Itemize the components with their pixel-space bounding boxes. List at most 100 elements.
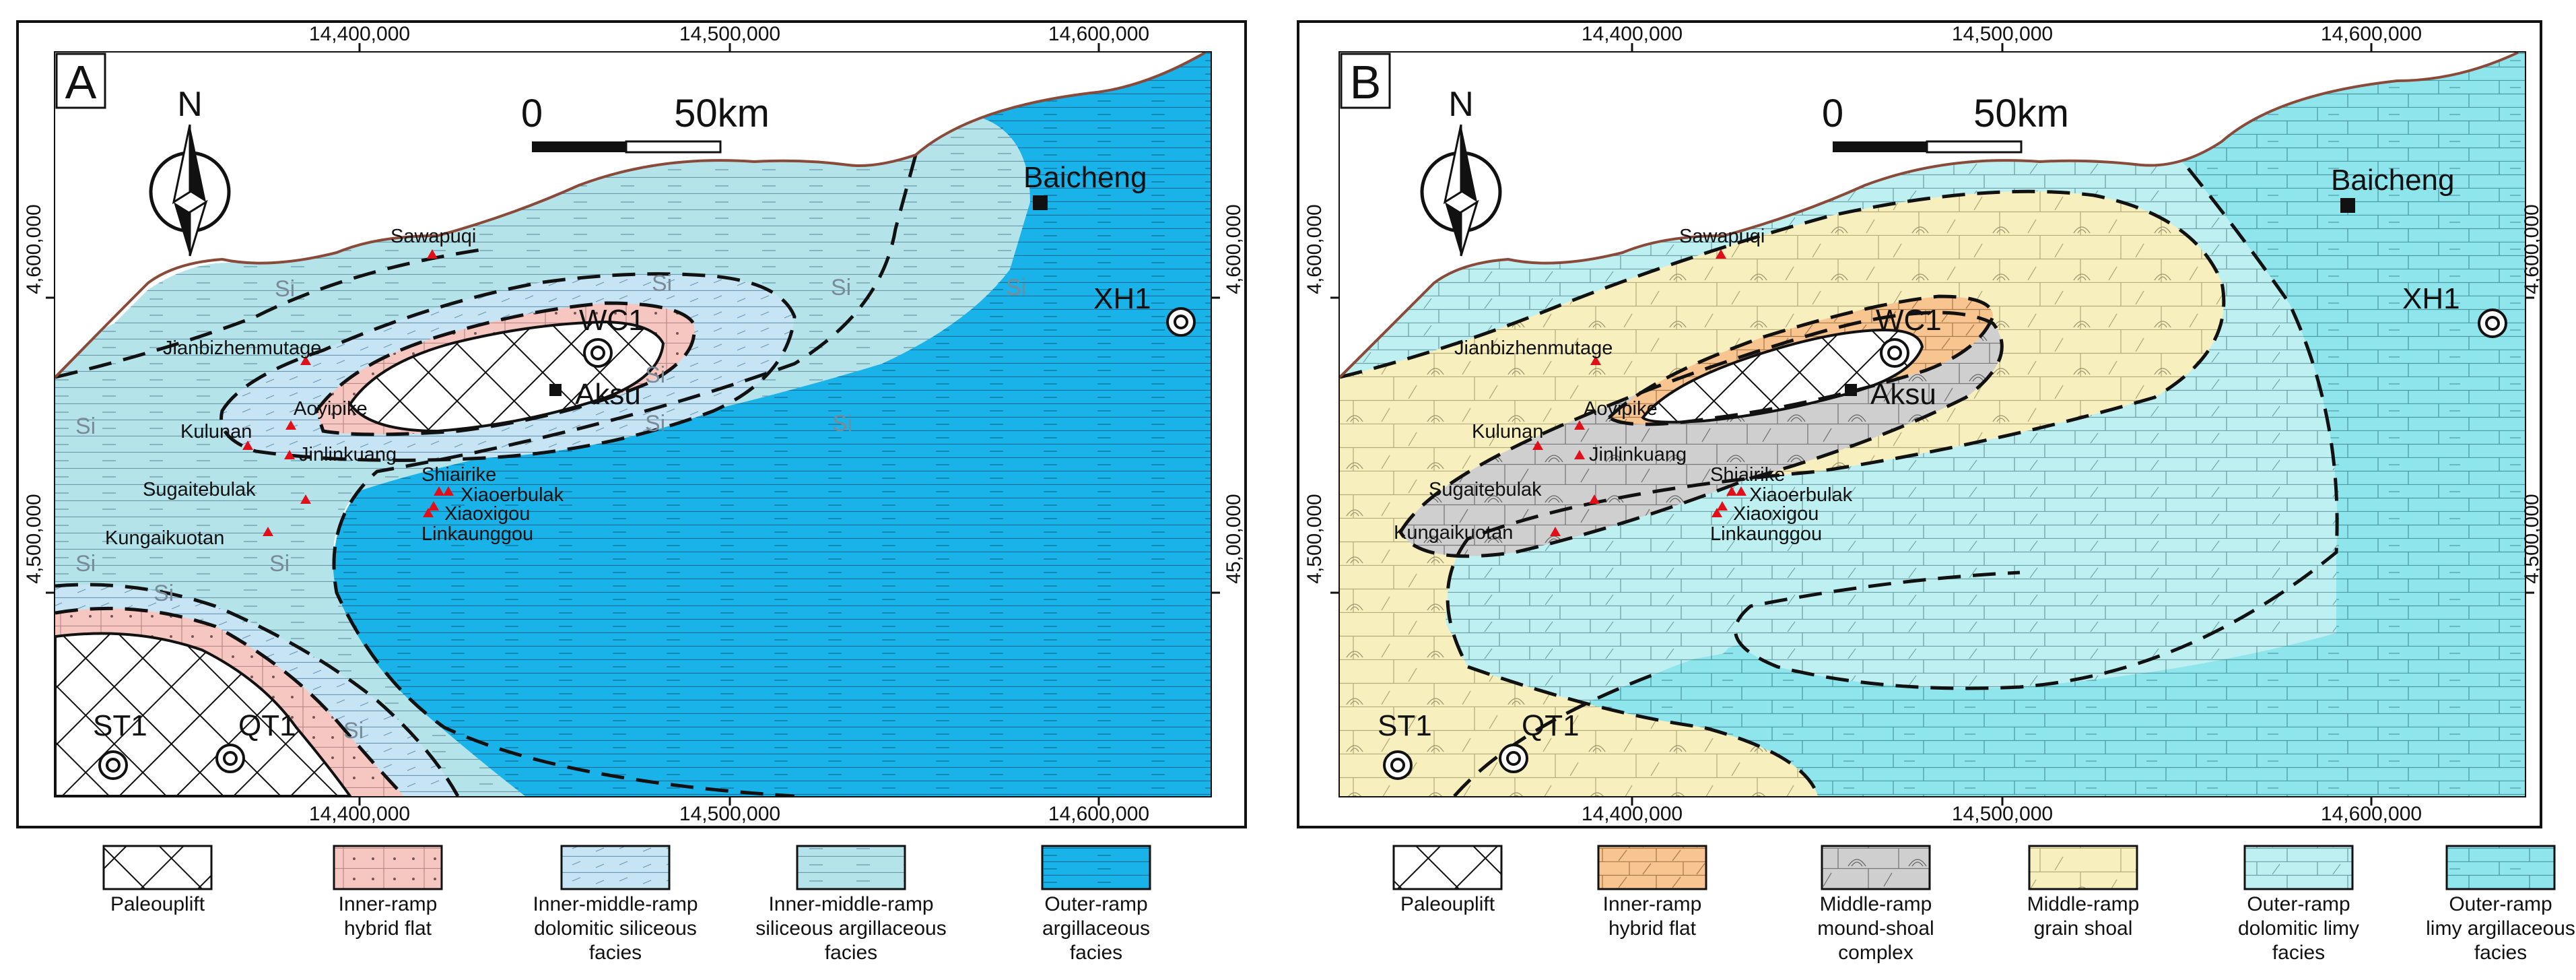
y-tick-label: 4,600,000 [23,204,45,294]
si-label: Si [75,414,96,439]
legend-label: grain shoal [2034,917,2133,940]
town-label-baicheng: Baicheng [2331,164,2454,197]
legend-swatch [796,845,906,890]
legend-label: facies [825,942,877,964]
scale-zero: 0 [521,92,543,135]
x-tick-label: 14,400,000 [1582,23,1683,45]
section-label: Shiairike [421,464,496,486]
legend-label: Inner-middle-ramp [768,893,933,915]
section-label: Jianbizhenmutage [163,337,321,359]
scale-distance: 50km [1973,92,2069,135]
legend-swatch [1597,845,1707,890]
well-marker-icon [1880,338,1909,368]
well-marker-icon [215,744,245,773]
well-marker-icon [1383,750,1413,780]
town-marker [1845,384,1857,396]
well-label-qt1: QT1 [1522,709,1580,742]
coastline-a [55,53,1207,379]
legend-label: Middle-ramp [2027,893,2140,915]
y-tick-label: 45,00,000 [1223,494,1245,583]
north-arrow-icon: N [1420,85,1502,257]
north-label: N [177,85,203,124]
legend-label: facies [1070,942,1122,964]
section-marker-icon [1532,440,1543,450]
well-marker-icon [1499,744,1528,773]
panel-letter: A [65,56,97,108]
well-label-st1: ST1 [93,709,147,742]
legend-label: dolomitic siliceous [534,917,697,940]
x-tick-label: 14,400,000 [1582,803,1683,825]
section-marker-icon [1716,249,1726,259]
well-label-st1: ST1 [1378,709,1432,742]
section-label: Linkaunggou [421,523,533,545]
facies-boundaries-b [1340,167,2339,796]
section-marker-icon [1590,356,1601,365]
section-marker-icon [263,527,273,536]
legend-label: Inner-middle-ramp [533,893,698,915]
section-marker-icon [427,249,438,259]
x-tick-label: 14,600,000 [1048,23,1149,45]
section-marker-icon [423,501,439,517]
well-marker-icon [2478,308,2507,338]
legend-label: siliceous argillaceous [755,917,946,940]
section-label: Sawapuqi [391,226,476,247]
legend-label: Inner-ramp [339,893,438,915]
section-marker-icon [1574,420,1585,430]
section-marker-icon [300,356,311,365]
section-label: Jinlinkuang [1589,444,1687,465]
north-arrow-icon: N [149,85,231,257]
section-label: Xiaoerbulak [1749,484,1853,506]
section-label: Sugaitebulak [1429,479,1542,500]
panel-a: 14,400,000 14,500,000 14,600,000 14,400,… [16,20,1247,828]
facies-boundaries-a [55,154,918,796]
section-marker-icon [1726,486,1747,496]
land-area-a [55,53,1205,377]
si-labels: Si Si Si Si Si Si Si Si Si Si Si Si [75,271,1026,744]
section-marker-icon [1550,527,1561,536]
section-label: Jinlinkuang [299,444,397,465]
legend-label: hybrid flat [344,917,432,940]
si-label: Si [832,411,852,436]
sections-a: Sawapuqi Jianbizhenmutage Aoyipike Kulun… [105,226,564,549]
panel-b-map [1340,53,2525,796]
land-area-b [1340,53,2518,377]
x-axis-bottom-b: 14,400,000 14,500,000 14,600,000 [1582,796,2422,825]
section-label: Aoyipike [1584,398,1658,420]
legend-label: facies [2474,942,2527,964]
legend-label: Middle-ramp [1820,893,1932,915]
legend-swatch [2243,845,2354,890]
x-tick-label: 14,500,000 [1952,803,2053,825]
section-marker-icon [1574,450,1585,459]
x-tick-label: 14,600,000 [2321,23,2422,45]
x-tick-label: 14,400,000 [309,23,410,45]
x-axis-top-a: 14,400,000 14,500,000 14,600,000 [309,23,1149,53]
section-marker-icon [284,450,295,459]
legend-label: Outer-ramp [2247,893,2350,915]
x-tick-label: 14,500,000 [1952,23,2053,45]
sections-b: Sawapuqi Jianbizhenmutage Aoyipike Kulun… [1394,226,1853,545]
y-axis-right-b: 4,600,000 4,500,000 [2521,204,2543,594]
legend-label: Paleouplift [110,893,205,915]
y-axis-right-a: 4,600,000 45,00,000 [1211,204,1245,594]
siliceous-argillaceous-zone [55,101,1030,796]
town-marker [549,384,562,396]
section-label: Xiaoerbulak [461,484,564,506]
x-tick-label: 14,600,000 [2321,803,2422,825]
section-label: Xiaoxigou [444,503,530,525]
section-marker-icon [1589,494,1600,504]
well-marker-icon [1166,307,1196,337]
x-axis-top-b: 14,400,000 14,500,000 14,600,000 [1582,23,2422,53]
x-tick-label: 14,600,000 [1048,803,1149,825]
legend-swatch [1041,845,1151,890]
section-label: Xiaoxigou [1733,503,1819,525]
section-marker-icon [285,420,296,430]
si-label: Si [645,362,665,388]
legend-label: facies [2272,942,2325,964]
section-label: Kulunan [1472,421,1543,443]
section-label: Sugaitebulak [143,479,256,500]
panel-letter-box [55,53,106,109]
y-axis-left-b: 4,600,000 4,500,000 [1303,204,1340,594]
